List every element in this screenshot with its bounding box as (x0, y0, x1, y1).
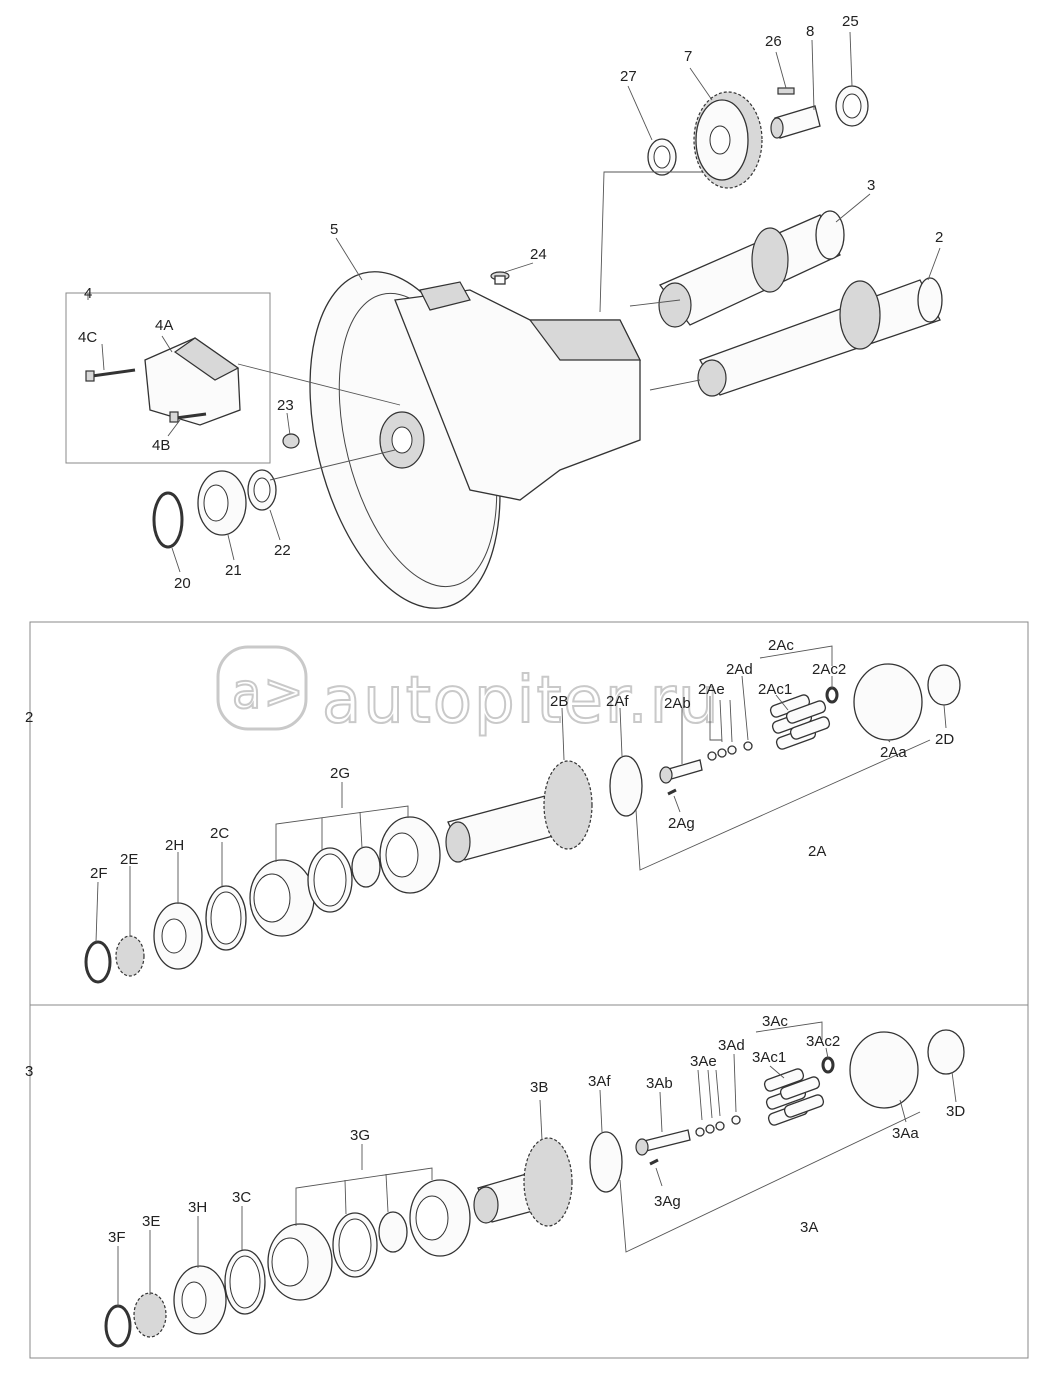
label-2C: 2C (210, 825, 229, 842)
label-3Ac: 3Ac (762, 1013, 788, 1030)
label-2H: 2H (165, 837, 184, 854)
label-2A: 2A (808, 843, 826, 860)
section-3-leader-lines (117, 1021, 957, 1306)
label-21: 21 (225, 562, 242, 579)
label-8: 8 (806, 23, 814, 40)
section-3-number: 3 (25, 1063, 33, 1080)
watermark-text: autopiter.ru (322, 664, 721, 738)
label-26: 26 (765, 33, 782, 50)
label-3F: 3F (108, 1229, 126, 1246)
bearing-27 (647, 138, 677, 176)
label-23: 23 (277, 397, 294, 414)
gear-7 (693, 91, 763, 189)
label-3Ac1: 3Ac1 (752, 1049, 786, 1066)
label-5: 5 (330, 221, 338, 238)
housing-flange (309, 271, 641, 609)
label-3Af: 3Af (588, 1073, 611, 1090)
label-2Ae: 2Ae (698, 681, 725, 698)
section-3-frame (29, 1004, 1029, 1359)
section-2-number: 2 (25, 709, 33, 726)
label-27: 27 (620, 68, 637, 85)
label-4C: 4C (78, 329, 97, 346)
label-20: 20 (174, 575, 191, 592)
label-3Ae: 3Ae (690, 1053, 717, 1070)
bearing-21 (197, 470, 247, 536)
top-leader-lines (87, 31, 941, 573)
label-2E: 2E (120, 851, 138, 868)
label-2Ac2: 2Ac2 (812, 661, 846, 678)
shaft-assembly-2 (697, 277, 943, 397)
label-3Ad: 3Ad (718, 1037, 745, 1054)
label-3A: 3A (800, 1219, 818, 1236)
label-2Ad: 2Ad (726, 661, 753, 678)
label-24: 24 (530, 246, 547, 263)
label-2Ac: 2Ac (768, 637, 794, 654)
pin-8 (770, 105, 821, 139)
label-3E: 3E (142, 1213, 160, 1230)
label-2Ag: 2Ag (668, 815, 695, 832)
label-4B: 4B (152, 437, 170, 454)
valve-4A (144, 337, 241, 426)
plug-23 (282, 433, 300, 449)
key-26 (777, 87, 795, 95)
section-2-parts (84, 663, 961, 984)
label-4A: 4A (155, 317, 173, 334)
label-2F: 2F (90, 865, 108, 882)
label-3Ac2: 3Ac2 (806, 1033, 840, 1050)
section-3-parts (104, 1029, 965, 1348)
part-labels: 27 7 26 8 25 3 2 5 24 4 4A 4C 4B 23 20 2… (25, 13, 965, 1246)
watermark-logo: a> (216, 645, 308, 731)
label-3Ab: 3Ab (646, 1075, 673, 1092)
label-3D: 3D (946, 1103, 965, 1120)
label-2Ab: 2Ab (664, 695, 691, 712)
label-2Af: 2Af (606, 693, 629, 710)
label-2D: 2D (935, 731, 954, 748)
label-2B: 2B (550, 693, 568, 710)
shaft-assembly-3 (658, 210, 845, 328)
label-7: 7 (684, 48, 692, 65)
label-3: 3 (867, 177, 875, 194)
snap-ring-20 (152, 491, 184, 549)
label-2Ac1: 2Ac1 (758, 681, 792, 698)
label-3Ag: 3Ag (654, 1193, 681, 1210)
label-2: 2 (935, 229, 943, 246)
seal-22 (247, 469, 277, 511)
label-3H: 3H (188, 1199, 207, 1216)
label-25: 25 (842, 13, 859, 30)
group-4-frame (65, 292, 271, 464)
bolt-4C (85, 368, 136, 382)
plug-24 (490, 271, 510, 285)
section-2-leader-lines (95, 645, 947, 943)
label-3Aa: 3Aa (892, 1125, 919, 1142)
label-2G: 2G (330, 765, 350, 782)
label-3C: 3C (232, 1189, 251, 1206)
bearing-25 (835, 85, 869, 127)
label-3B: 3B (530, 1079, 548, 1096)
label-2Aa: 2Aa (880, 744, 907, 761)
label-3G: 3G (350, 1127, 370, 1144)
svg-text:a>: a> (232, 664, 306, 720)
label-4: 4 (84, 285, 92, 302)
bolt-4B (169, 411, 207, 423)
label-22: 22 (274, 542, 291, 559)
